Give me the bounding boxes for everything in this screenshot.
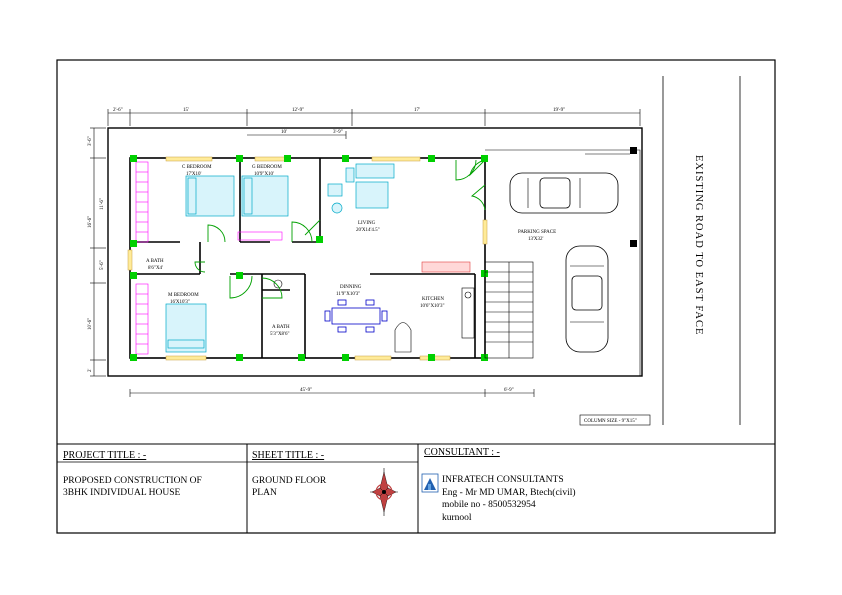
dining-table bbox=[331, 307, 381, 325]
dim-top-inner-1: 10' bbox=[281, 130, 287, 135]
tv-unit bbox=[421, 261, 471, 273]
dim-left-2: 11'-6" bbox=[100, 198, 105, 210]
room-bath1-size: 8'6"X4' bbox=[148, 266, 163, 271]
room-bath2-size: 5'3"X8'6" bbox=[270, 332, 290, 337]
dim-left-5: 10'-6" bbox=[88, 318, 93, 330]
dim-top-4: 17' bbox=[414, 108, 420, 113]
road-label: EXISTING ROAD TO EAST FACE bbox=[693, 155, 704, 335]
engineer-name: Eng - Mr MD UMAR, Btech(civil) bbox=[442, 487, 576, 498]
dim-top-1: 2'-6" bbox=[113, 108, 123, 113]
room-c-bedroom-size: 17'X10' bbox=[186, 172, 202, 177]
car-bottom bbox=[565, 245, 609, 353]
plot-boundary bbox=[107, 127, 643, 377]
city-name: kurnool bbox=[442, 513, 472, 523]
column-note: COLUMN SIZE - 9"X15" bbox=[584, 419, 637, 424]
room-kitchen-size: 10'6"X10'3" bbox=[420, 304, 445, 309]
parking-area bbox=[484, 149, 641, 376]
room-m-bedroom-size: 16'X10'3" bbox=[170, 300, 190, 305]
project-line-2: 3BHK INDIVIDUAL HOUSE bbox=[63, 488, 181, 498]
wardrobe-marks bbox=[135, 161, 283, 355]
room-bath2-name: A BATH bbox=[272, 325, 290, 330]
north-compass-icon bbox=[370, 468, 398, 516]
room-g-bedroom-name: G BEDROOM bbox=[252, 165, 282, 170]
dim-bottom-1: 45'-9" bbox=[300, 388, 312, 393]
dim-top-inner-2: 3'-9" bbox=[333, 130, 343, 135]
project-title-label: PROJECT TITLE : - bbox=[63, 450, 146, 461]
top-dimension-chain: 2'-6" 15' 12'-9" 17' 19'-9" 10' 3'-9" bbox=[107, 108, 641, 139]
columns bbox=[130, 147, 637, 361]
car-top bbox=[509, 172, 619, 214]
room-g-bedroom-size: 10'9"X10' bbox=[254, 172, 274, 177]
room-kitchen-name: KITCHEN bbox=[422, 297, 444, 302]
dim-left-6: 2' bbox=[88, 369, 93, 373]
dim-top-2: 15' bbox=[183, 108, 189, 113]
dim-top-3: 12'-9" bbox=[292, 108, 304, 113]
kitchen-counter bbox=[394, 322, 412, 353]
company-name: INFRATECH CONSULTANTS bbox=[442, 475, 564, 485]
left-dimension-chain: 3'-6" 11'-6" 16'-6" 5'-6" 10'-6" 2' bbox=[88, 127, 106, 377]
company-logo-icon bbox=[421, 473, 439, 493]
room-parking-name: PARKING SPACE bbox=[518, 230, 556, 235]
furniture bbox=[165, 163, 475, 353]
sheet-title-label: SHEET TITLE : - bbox=[252, 450, 324, 461]
sofa-living bbox=[355, 163, 395, 179]
project-line-1: PROPOSED CONSTRUCTION OF bbox=[63, 476, 202, 486]
dim-left-1: 3'-6" bbox=[88, 136, 93, 146]
sheet-line-1: GROUND FLOOR bbox=[252, 476, 327, 486]
room-dinning-name: DINNING bbox=[340, 285, 362, 290]
room-c-bedroom-name: C BEDROOM bbox=[182, 165, 212, 170]
consultant-label: CONSULTANT : - bbox=[424, 447, 500, 458]
dim-top-5: 19'-9" bbox=[553, 108, 565, 113]
room-dinning-size: 11'9"X10'3" bbox=[336, 292, 360, 297]
bottom-dimension-chain: 45'-9" 6'-9" bbox=[129, 388, 535, 397]
room-bath1-name: A BATH bbox=[146, 259, 164, 264]
sheet-border bbox=[56, 59, 776, 534]
mobile-number: mobile no - 8500532954 bbox=[442, 500, 536, 510]
sheet-line-2: PLAN bbox=[252, 488, 277, 498]
dim-left-4: 5'-6" bbox=[100, 260, 105, 270]
column-note-box bbox=[579, 414, 651, 426]
room-living-name: LIVING bbox=[358, 221, 376, 226]
room-living-size: 20'X14'4.5" bbox=[356, 228, 380, 233]
dim-left-3: 16'-6" bbox=[88, 216, 93, 228]
room-parking-size: 13'X32' bbox=[528, 237, 544, 242]
dim-bottom-2: 6'-9" bbox=[504, 388, 514, 393]
room-m-bedroom-name: M BEDROOM bbox=[168, 293, 199, 298]
